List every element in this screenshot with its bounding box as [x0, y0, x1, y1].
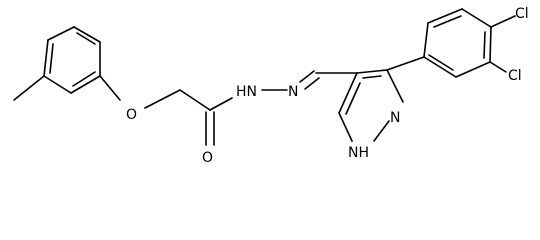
tolyl-ring — [43, 26, 101, 94]
atom-o-carbonyl: O — [202, 150, 213, 166]
ch2-co-bond — [179, 89, 211, 111]
n-ch-double-b — [304, 77, 320, 90]
aryl-o-bond — [99, 75, 121, 101]
structure-canvas: O O HN N N NH Cl Cl — [13, 6, 529, 166]
pyrazole-ring — [338, 69, 404, 142]
atom-n-pyrazole: N — [390, 110, 400, 126]
cl-top-bond — [490, 15, 516, 28]
methyl-bond — [13, 75, 45, 101]
molecule-diagram: O O HN N N NH Cl Cl — [13, 6, 529, 166]
dichlorophenyl-ring — [423, 8, 492, 78]
cl-bottom-bond — [489, 61, 507, 73]
o-ch2-bond — [144, 89, 181, 109]
atom-nh-hydrazide: HN — [236, 84, 257, 100]
atom-nh-pyrazole: NH — [348, 145, 369, 161]
n-ch-double-a — [299, 70, 315, 83]
atom-cl-top: Cl — [515, 6, 529, 22]
co-nh-bond — [209, 97, 233, 111]
atom-cl-bottom: Cl — [508, 68, 522, 84]
atom-o-ether: O — [126, 107, 137, 123]
pyrazole-aryl-bond — [386, 56, 425, 71]
atom-n-hydrazone: N — [288, 84, 298, 100]
